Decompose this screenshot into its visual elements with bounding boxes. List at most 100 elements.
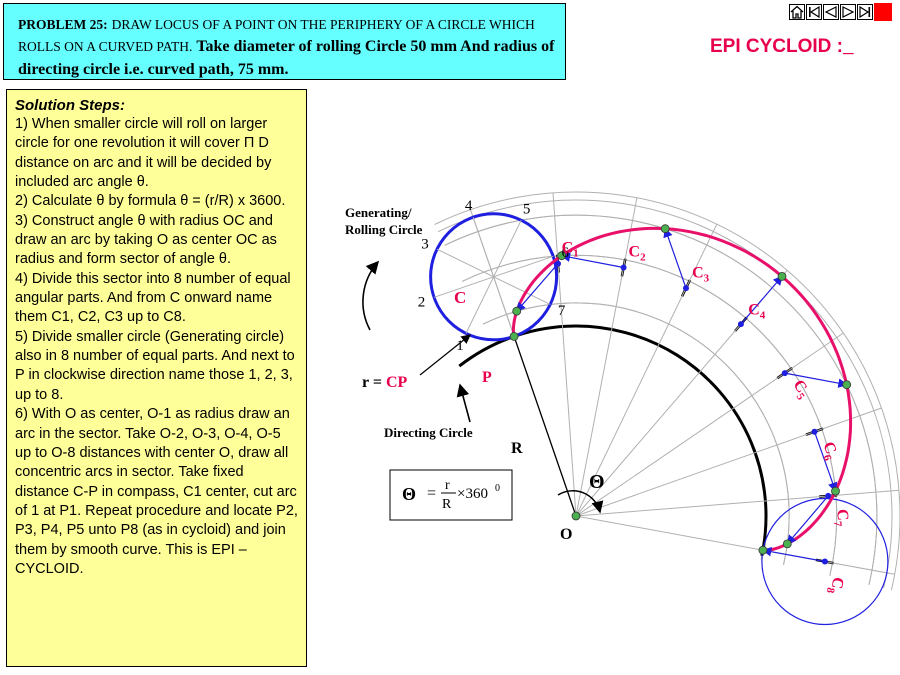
problem-text: DRAW LOCUS OF A POINT ON THE PERIPHERY O… [18,17,535,55]
step-1: 1) When smaller circle will roll on larg… [15,116,272,191]
locus-point [831,486,840,496]
last-icon[interactable] [857,4,873,20]
radial-line [552,192,577,517]
centre-label-7: C7 [830,508,851,527]
P-label: P [482,369,492,386]
radius-line [513,336,577,517]
connector-arrow-icon [761,546,826,563]
directing-circle-arrow-icon [456,383,471,423]
generating-circle [429,212,559,342]
connector-arrow-icon [740,275,783,325]
formula-denominator: R [442,497,452,512]
R-label: R [511,440,523,457]
radial-lines [470,192,900,575]
radial-line [575,197,638,517]
centre-label-1: C1 [562,240,579,260]
centre-point [781,370,788,377]
division-label-2: 2 [418,295,426,311]
grid-arc [444,214,878,586]
formula-exponent: 0 [495,483,500,494]
r-label: r = CP [362,374,407,391]
directing-label: Directing Circle [384,425,473,440]
locus-point [777,271,787,281]
problem-text-bold: Take diameter of rolling Circle 50 mm An… [18,38,555,78]
centre-label-6: C6 [817,440,842,463]
centre-point [555,260,561,267]
generating-label-2: Rolling Circle [345,222,423,237]
generating-circle-outline [429,212,559,342]
locus-point [842,380,852,390]
first-icon[interactable] [806,4,822,20]
connector-arrow-icon [786,495,829,545]
final-circle-outline [761,497,889,626]
steps-heading: Solution Steps: [15,97,125,114]
locus-point [557,251,567,261]
division-label-6: 6 [562,245,570,261]
division-line [493,255,554,278]
construction-grid [434,191,900,591]
division-line [436,248,494,278]
solution-steps: Solution Steps: 1) When smaller circle w… [6,89,307,667]
division-label-1: 1 [456,338,464,354]
connector-arrow-icon [663,227,687,289]
locus-point [509,331,519,341]
grid-arc-outer [434,191,900,591]
centre-point [683,285,689,292]
navigation-bar [789,3,893,22]
centre-label-2: C2 [629,244,647,264]
locus-point [758,545,768,555]
division-line [433,276,494,298]
connector-arrow-icon [560,252,624,269]
problem-prefix: PROBLEM 25: [18,17,108,32]
title-underscore: _ [843,36,854,57]
radial-line [575,489,900,517]
centre-label-8: C8 [824,575,847,596]
division-line [465,276,495,334]
centre-label-4: C4 [748,301,766,321]
formula-theta: Θ [402,484,416,504]
formula-rest: ×360 [457,486,488,502]
grid-arc [444,214,878,586]
angle-arc-icon [557,490,604,514]
division-line [472,217,495,277]
problem-statement: PROBLEM 25: DRAW LOCUS OF A POINT ON THE… [3,3,566,80]
centre-O-point [571,511,581,521]
home-icon[interactable] [789,4,805,20]
centre-arc [556,254,838,565]
title-text: EPI CYCLOID : [710,36,844,57]
O-label: O [560,526,572,543]
final-rolling-circle [761,497,889,626]
division-label-3: 3 [421,237,429,253]
radial-line [575,515,895,575]
centre-point [821,558,828,565]
formula-eq: = [427,485,436,502]
step-5: 5) Divide smaller circle (Generating cir… [15,328,295,403]
formula-box [389,469,513,521]
division-line [493,276,551,305]
step-3: 3) Construct angle θ with radius OC and … [15,212,277,268]
rotation-arrow-icon [362,260,380,331]
division-label-5: 5 [523,202,531,218]
connector-lines [515,227,848,563]
page-title: EPI CYCLOID :_ [710,36,854,58]
centre-label-3: C3 [692,265,710,285]
connector-arrow-icon [784,372,848,388]
grid-arc [437,199,893,589]
locus-point [512,306,522,316]
generating-label-1: Generating/ [345,205,412,220]
step-4: 4) Divide this sector into 8 number of e… [15,270,291,326]
formula-numerator: r [445,478,450,493]
radial-line [575,223,718,517]
step-6: 6) With O as center, O-1 as radius draw … [15,406,298,577]
previous-icon[interactable] [823,4,839,20]
centre-point [825,492,832,499]
step-2: 2) Calculate θ by formula θ = (r/R) x 36… [15,193,286,210]
radial-line [575,407,882,517]
next-icon[interactable] [840,4,856,20]
division-line [493,219,522,278]
end-icon[interactable] [874,3,892,21]
r-arrow-icon [419,334,471,376]
